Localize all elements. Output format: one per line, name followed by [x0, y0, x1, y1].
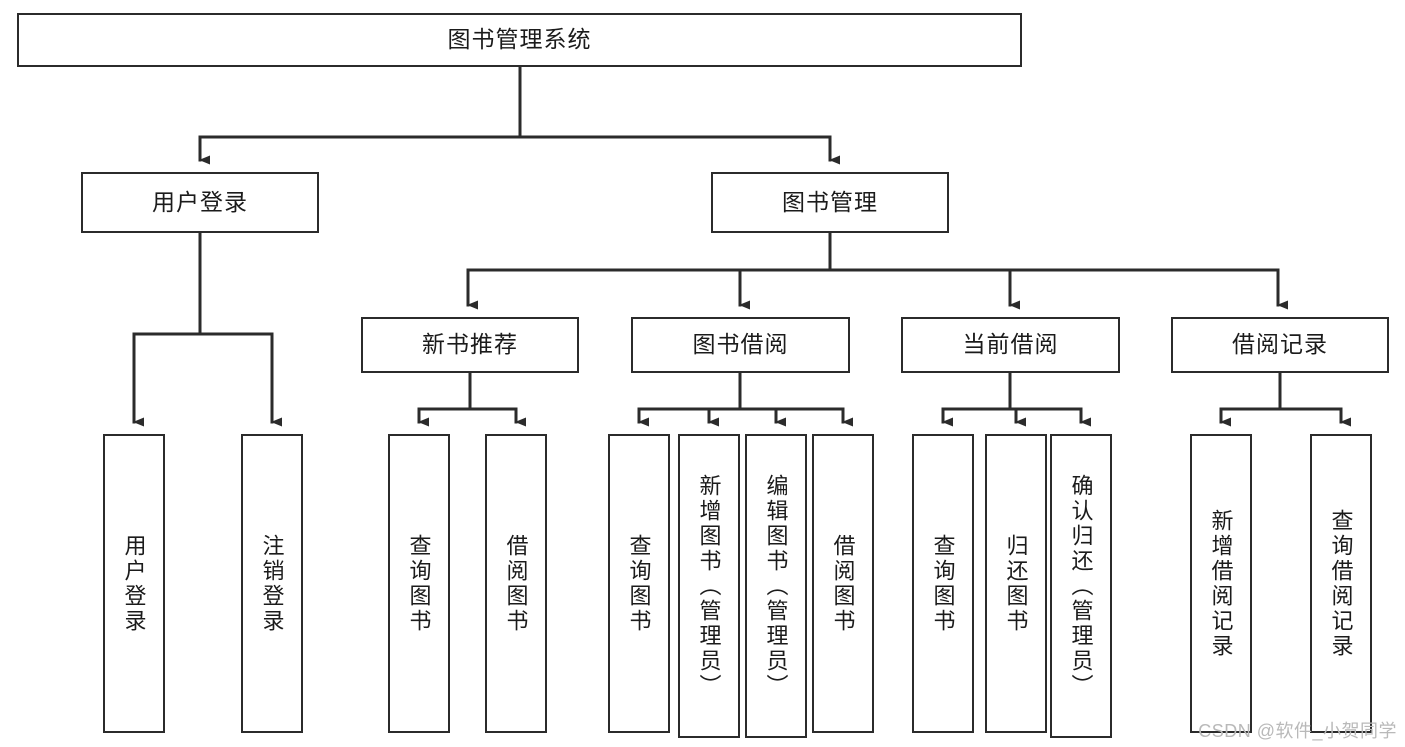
node-leaf-return-book-label: 归还图书 — [1003, 533, 1029, 634]
node-leaf-query-book-1-label: 查询图书 — [406, 533, 432, 634]
node-leaf-add-record-label: 新增借阅记录 — [1208, 508, 1234, 659]
node-book-management[interactable]: 图书管理 — [711, 172, 949, 233]
node-leaf-borrow-book-1-label: 借阅图书 — [503, 533, 529, 634]
node-current-borrow-label: 当前借阅 — [962, 331, 1059, 358]
node-leaf-user-login[interactable]: 用户登录 — [103, 434, 165, 733]
watermark: CSDN @软件_小贺同学 — [1198, 721, 1397, 741]
node-new-book-recommend-label: 新书推荐 — [422, 331, 518, 358]
node-leaf-add-record[interactable]: 新增借阅记录 — [1190, 434, 1252, 733]
node-leaf-query-book-3[interactable]: 查询图书 — [912, 434, 974, 733]
node-book-management-label: 图书管理 — [782, 188, 878, 215]
node-leaf-edit-book[interactable]: 编辑图书（管理员） — [745, 434, 807, 738]
node-leaf-user-login-label: 用户登录 — [121, 533, 147, 634]
node-borrow-record-label: 借阅记录 — [1232, 331, 1328, 358]
node-leaf-confirm-return[interactable]: 确认归还（管理员） — [1050, 434, 1112, 738]
node-leaf-add-book[interactable]: 新增图书（管理员） — [678, 434, 740, 738]
node-leaf-edit-book-label: 编辑图书（管理员） — [763, 473, 789, 699]
node-leaf-borrow-book-1[interactable]: 借阅图书 — [485, 434, 547, 733]
node-leaf-return-book[interactable]: 归还图书 — [985, 434, 1047, 733]
node-book-borrow-label: 图书借阅 — [692, 331, 789, 358]
node-leaf-add-book-label: 新增图书（管理员） — [696, 473, 722, 699]
node-leaf-query-record[interactable]: 查询借阅记录 — [1310, 434, 1372, 733]
node-user-login-label: 用户登录 — [152, 188, 248, 215]
node-root[interactable]: 图书管理系统 — [17, 13, 1022, 67]
node-book-borrow[interactable]: 图书借阅 — [631, 317, 850, 373]
node-leaf-query-book-1[interactable]: 查询图书 — [388, 434, 450, 733]
node-current-borrow[interactable]: 当前借阅 — [901, 317, 1120, 373]
node-leaf-borrow-book-2[interactable]: 借阅图书 — [812, 434, 874, 733]
node-leaf-logout[interactable]: 注销登录 — [241, 434, 303, 733]
node-root-label: 图书管理系统 — [447, 26, 592, 53]
node-leaf-query-record-label: 查询借阅记录 — [1328, 508, 1354, 659]
node-user-login[interactable]: 用户登录 — [81, 172, 319, 233]
node-leaf-query-book-2-label: 查询图书 — [626, 533, 652, 634]
node-borrow-record[interactable]: 借阅记录 — [1171, 317, 1389, 373]
node-leaf-logout-label: 注销登录 — [259, 533, 285, 634]
node-leaf-confirm-return-label: 确认归还（管理员） — [1068, 473, 1094, 699]
node-leaf-borrow-book-2-label: 借阅图书 — [830, 533, 856, 634]
node-leaf-query-book-3-label: 查询图书 — [930, 533, 956, 634]
node-leaf-query-book-2[interactable]: 查询图书 — [608, 434, 670, 733]
node-new-book-recommend[interactable]: 新书推荐 — [361, 317, 579, 373]
